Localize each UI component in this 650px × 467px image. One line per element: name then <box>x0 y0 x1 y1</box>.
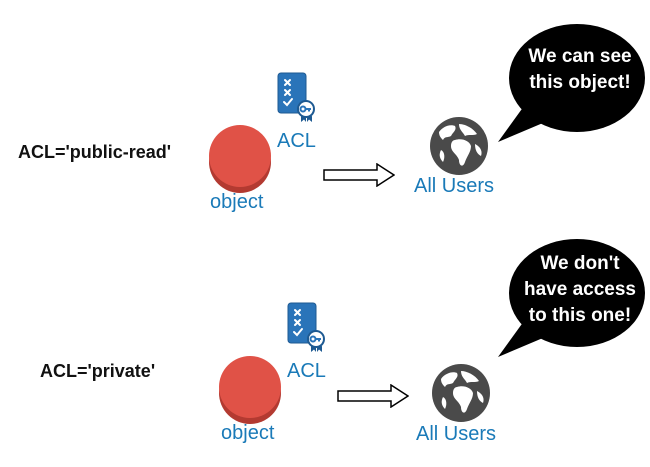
panel-private: ACL='private' object ACL All Users We do… <box>0 233 650 466</box>
speech-bubble-text: We don't have access to this one! <box>524 253 636 326</box>
all-users-label: All Users <box>416 423 497 445</box>
panel-public-read: ACL='public-read' object ACL All Users W… <box>0 0 650 233</box>
acl-badge-label: ACL <box>287 360 326 382</box>
arrow-right-icon <box>337 384 409 408</box>
acl-setting-label: ACL='private' <box>40 361 156 381</box>
object-icon <box>218 353 282 425</box>
acl-badge-label: ACL <box>277 130 316 152</box>
object-label: object <box>221 422 275 444</box>
speech-bubble-text: We can see this object! <box>528 46 632 93</box>
all-users-label: All Users <box>414 175 495 197</box>
globe-icon <box>431 363 491 423</box>
certificate-icon <box>286 301 326 353</box>
object-label: object <box>210 191 264 213</box>
object-icon <box>208 122 272 194</box>
globe-icon <box>429 116 489 176</box>
acl-setting-label: ACL='public-read' <box>18 142 172 162</box>
arrow-right-icon <box>323 163 395 187</box>
certificate-icon <box>276 71 316 123</box>
